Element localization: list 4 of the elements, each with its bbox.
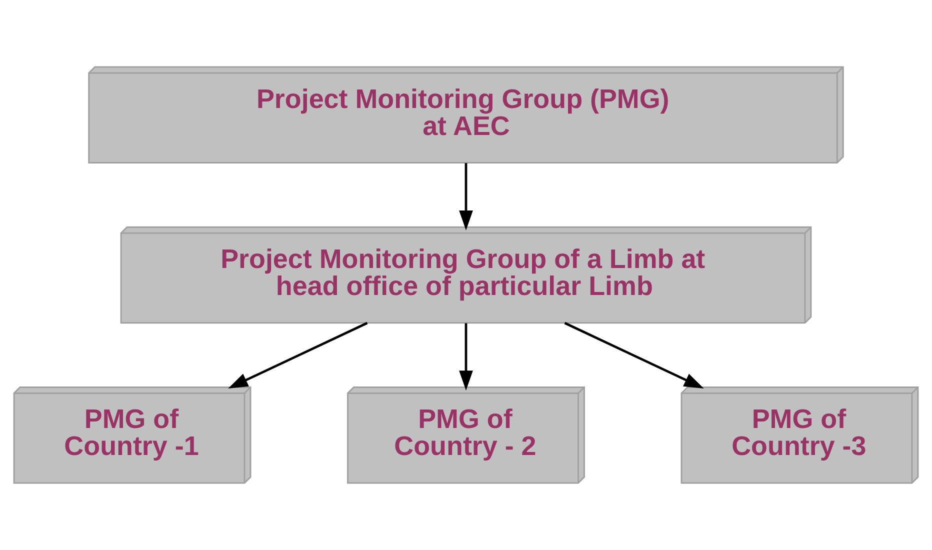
arrow (459, 163, 473, 230)
arrow (228, 322, 368, 389)
arrow (459, 323, 473, 390)
arrow (564, 322, 704, 389)
